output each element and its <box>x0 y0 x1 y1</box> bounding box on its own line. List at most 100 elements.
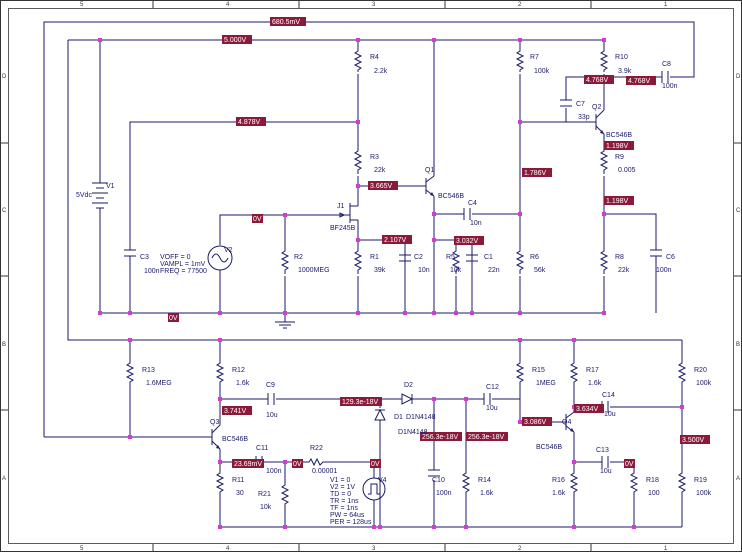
c6-ref: C6 <box>666 254 675 261</box>
r6-symbol <box>515 248 525 274</box>
r1-ref: R1 <box>370 254 379 261</box>
c11-ref: C11 <box>256 445 268 452</box>
r17-ref: R17 <box>586 367 599 374</box>
voltage-tag: 256.3e-18V <box>466 432 508 441</box>
r13-value: 1.6MEG <box>146 380 172 387</box>
frame-row-label: C <box>736 208 741 214</box>
r12-symbol <box>215 360 225 386</box>
c3-value: 100n <box>144 268 160 275</box>
c14-value: 10u <box>604 411 616 418</box>
voltage-tag-text: 23.69mV <box>234 461 262 468</box>
r19-ref: R19 <box>694 477 707 484</box>
r3-ref: R3 <box>370 154 379 161</box>
d1-diode-symbol <box>374 408 386 421</box>
voltage-tag-text: 3.032V <box>456 238 479 245</box>
c10-value: 100n <box>436 490 452 497</box>
r15-value: 1MEG <box>536 380 556 387</box>
voltage-tag-text: 4.768V <box>586 77 609 84</box>
r18-symbol <box>629 470 639 496</box>
frame-row-label: D <box>2 74 7 80</box>
junction-nodes <box>98 38 684 529</box>
c13-ref: C13 <box>596 447 609 454</box>
c3-ref: C3 <box>140 254 149 261</box>
voltage-tag: 0V <box>168 313 179 322</box>
r21-value: 10k <box>260 504 272 511</box>
v1-battery-symbol <box>92 182 108 215</box>
j1-value: BF245B <box>330 225 356 232</box>
r18-ref: R18 <box>646 477 659 484</box>
voltage-tag-text: 3.634V <box>576 406 599 413</box>
r16-symbol <box>569 470 579 496</box>
r1-value: 39k <box>374 267 386 274</box>
r12-value: 1.6k <box>236 380 250 387</box>
c6-symbol <box>650 249 662 266</box>
q1-value: BC546B <box>438 193 464 200</box>
v2-param: VAMPL = 1mV <box>160 261 206 268</box>
frame-col-label: 4 <box>226 546 230 552</box>
voltage-tag: 0V <box>624 459 635 468</box>
c13-symbol <box>601 456 609 468</box>
v2-sine-source-symbol <box>207 245 233 271</box>
voltage-tag: 0V <box>292 459 303 468</box>
r8-symbol <box>599 248 609 274</box>
voltage-tag-text: 0V <box>293 461 302 468</box>
voltage-tag: 129.3e-18V <box>340 397 382 406</box>
voltage-tag-text: 0V <box>371 461 380 468</box>
frame-col-label: 4 <box>226 2 230 8</box>
d2-value: D1N4148 <box>398 429 428 436</box>
c7-value: 33p <box>578 114 590 121</box>
frame-col-label: 5 <box>80 546 84 552</box>
voltage-tag: 1.786V <box>522 168 552 177</box>
c8-symbol <box>661 71 669 83</box>
v4-param: PW = 64us <box>330 512 365 519</box>
r8-value: 22k <box>618 267 630 274</box>
r11-ref: R11 <box>232 477 244 484</box>
j1-jfet-symbol <box>339 200 359 226</box>
c2-value: 10n <box>418 267 430 274</box>
r14-value: 1.6k <box>480 490 494 497</box>
voltage-tag-text: 3.741V <box>224 408 247 415</box>
r3-symbol <box>353 148 363 174</box>
r4-symbol <box>353 48 363 72</box>
c2-ref: C2 <box>414 254 423 261</box>
v1-value: 5Vdc <box>76 192 92 199</box>
v4-param: TR = 1ns <box>330 498 359 505</box>
q4-ref: Q4 <box>562 419 571 426</box>
c7-ref: C7 <box>576 101 585 108</box>
r8-ref: R8 <box>615 254 624 261</box>
d1-value: D1N4148 <box>406 414 436 421</box>
v2-param: VOFF = 0 <box>160 254 191 261</box>
voltage-tag: 4.768V <box>626 76 656 85</box>
r13-ref: R13 <box>142 367 155 374</box>
voltage-tag: 680.5mV <box>270 17 306 26</box>
r20-ref: R20 <box>694 367 707 374</box>
r15-symbol <box>515 360 525 386</box>
r18-value: 100 <box>648 490 660 497</box>
r20-value: 100k <box>696 380 712 387</box>
q1-ref: Q1 <box>425 167 434 174</box>
c2-symbol <box>399 254 411 262</box>
voltage-tag: 3.634V <box>574 404 604 413</box>
v4-pulse-source-symbol <box>362 477 386 501</box>
voltage-tag-text: 1.198V <box>606 198 629 205</box>
r7-ref: R7 <box>530 54 539 61</box>
r15-ref: R15 <box>532 367 545 374</box>
r2-ref: R2 <box>294 254 303 261</box>
voltage-tag: 4.878V <box>236 117 266 126</box>
r16-ref: R16 <box>552 477 565 484</box>
voltage-tag-text: 3.665V <box>370 183 393 190</box>
r2-value: 1000MEG <box>298 267 330 274</box>
r11-symbol <box>215 470 225 496</box>
frame-row-label: A <box>2 476 6 482</box>
voltage-tag-text: 256.3e-18V <box>422 434 459 441</box>
q1-transistor-symbol <box>420 175 435 197</box>
frame-col-label: 5 <box>80 2 84 8</box>
q2-ref: Q2 <box>592 104 601 111</box>
r16-value: 1.6k <box>552 490 566 497</box>
voltage-tag: 3.032V <box>454 236 484 245</box>
voltage-tag-text: 0V <box>625 461 634 468</box>
c4-symbol <box>463 208 471 220</box>
q2-transistor-symbol <box>590 109 605 135</box>
r14-symbol <box>461 470 471 496</box>
